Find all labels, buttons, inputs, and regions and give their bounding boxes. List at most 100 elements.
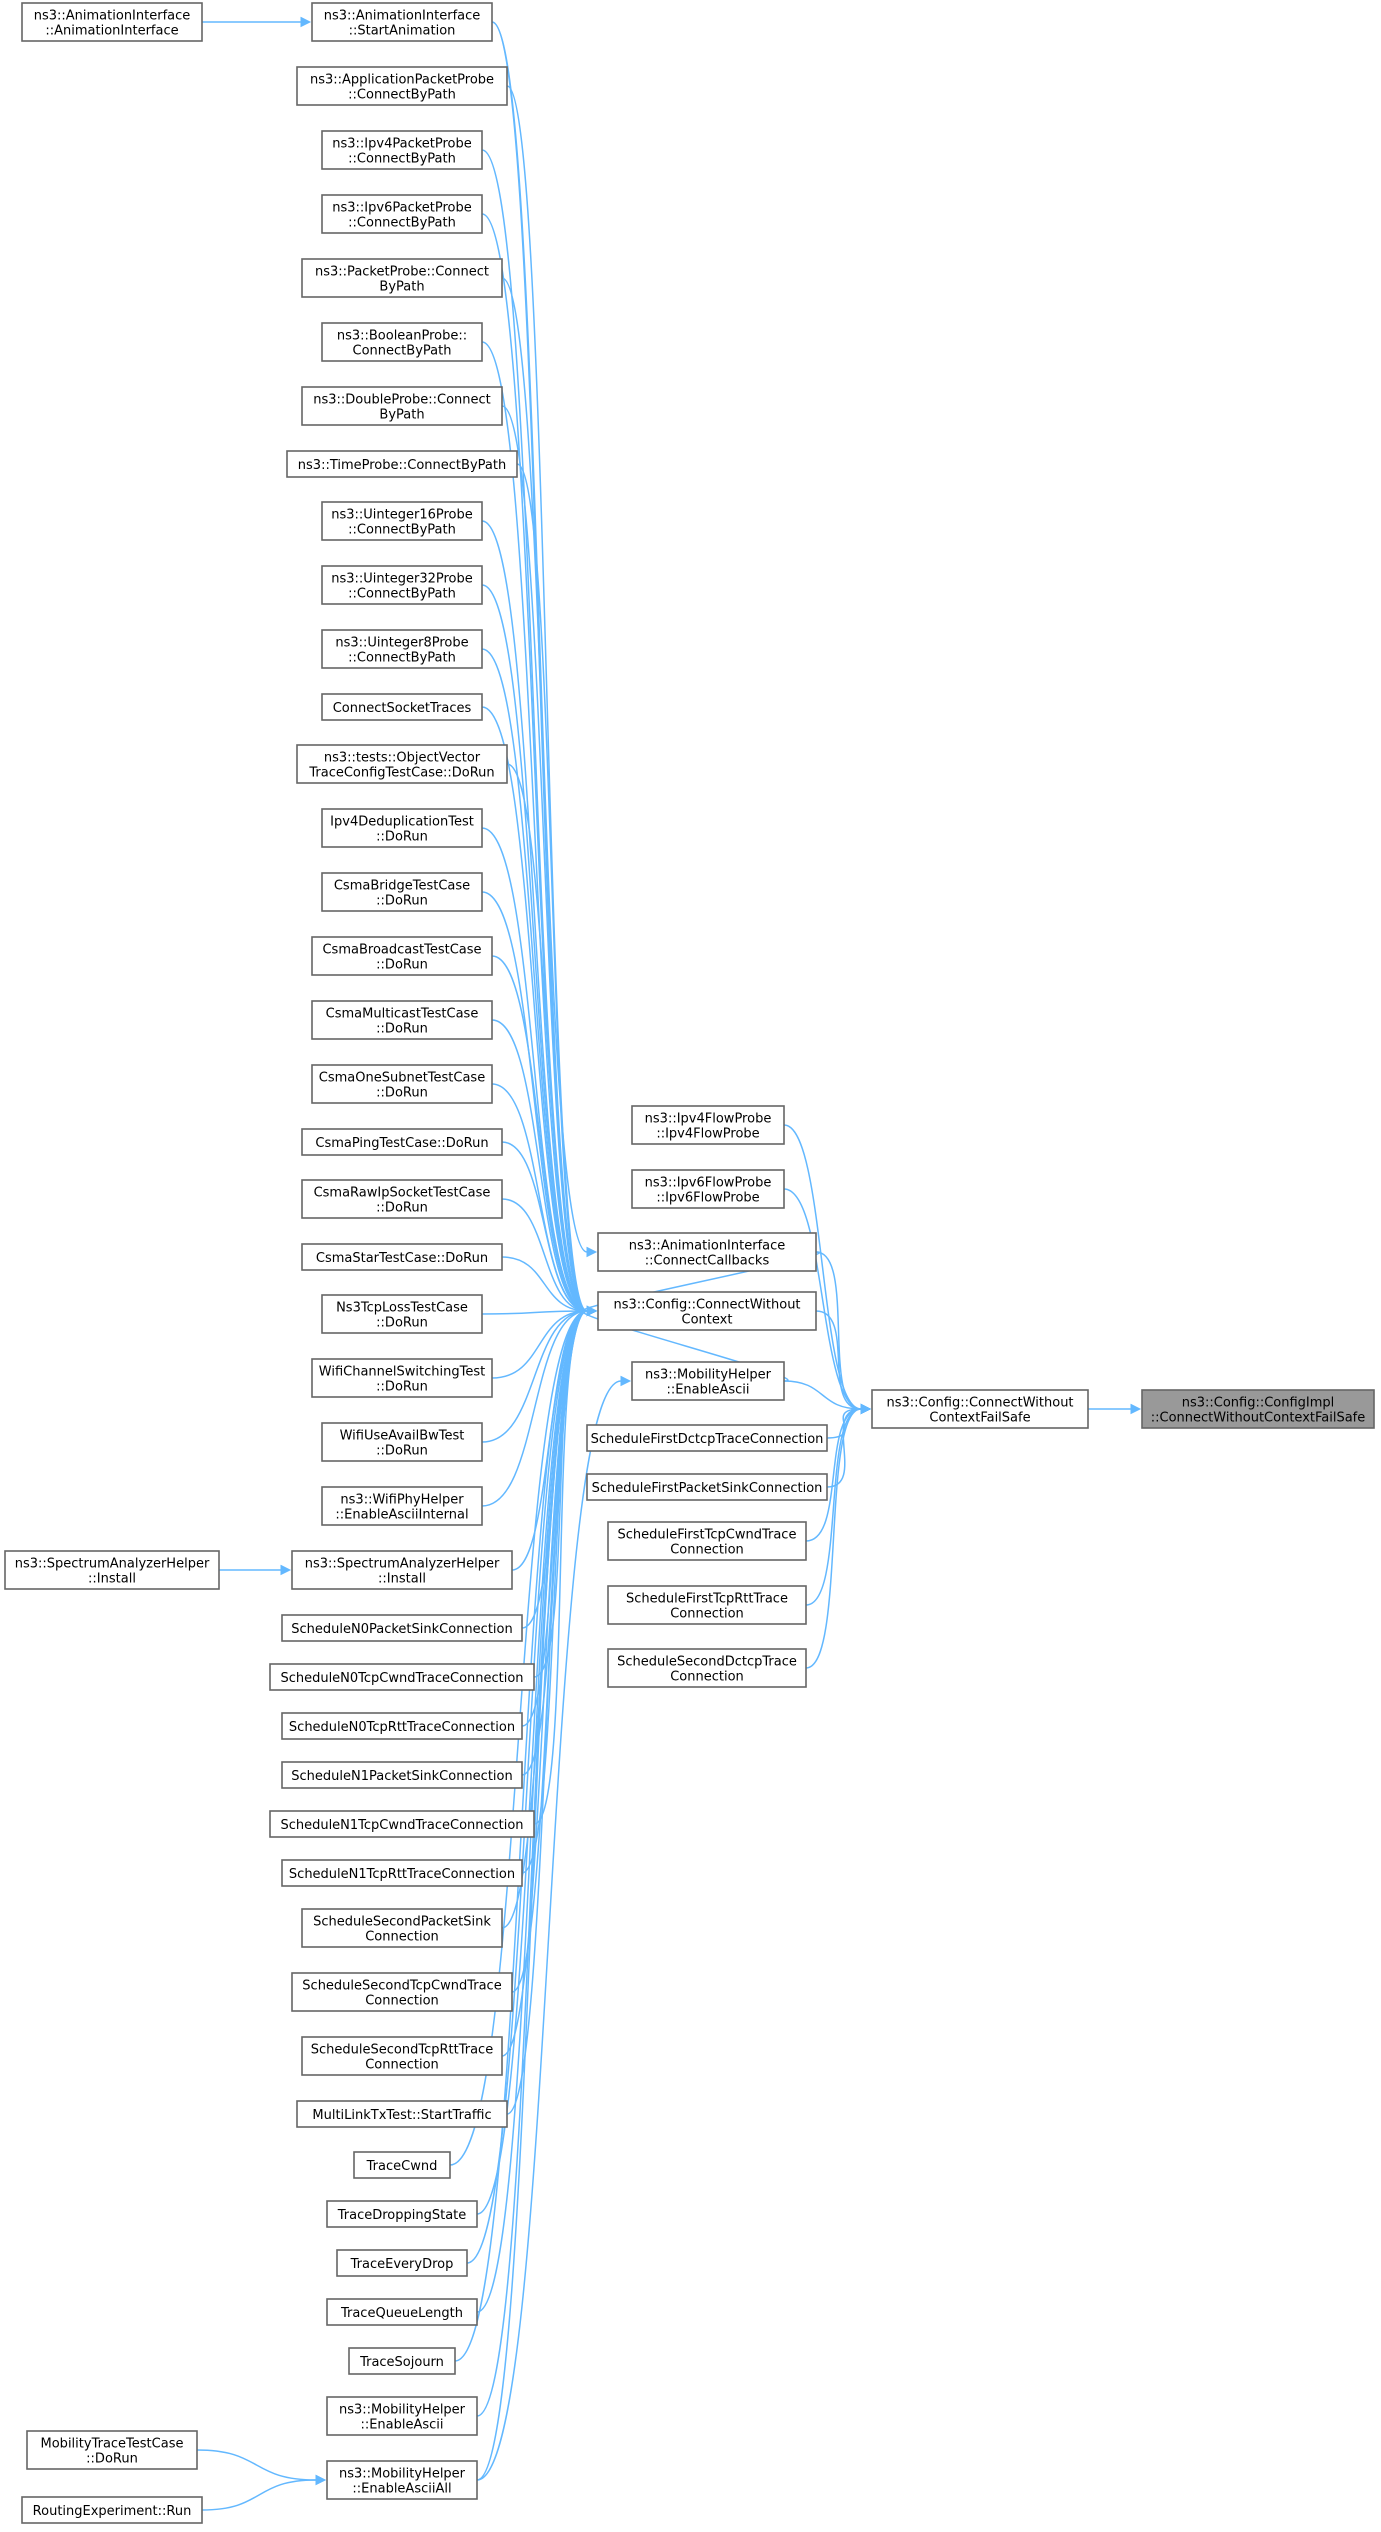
graph-node-wuab[interactable]: WifiUseAvailBwTest::DoRun [321,1422,483,1462]
graph-node-pp[interactable]: ns3::PacketProbe::ConnectByPath [301,258,503,298]
graph-node-wphy[interactable]: ns3::WifiPhyHelper::EnableAsciiInternal [321,1486,483,1526]
graph-node-aisa[interactable]: ns3::AnimationInterface::StartAnimation [311,2,493,42]
node-label: ::ConnectByPath [348,88,456,103]
node-label: ::ConnectByPath [348,152,456,167]
node-label: TraceSojourn [359,2355,444,2370]
node-box [631,1105,785,1145]
graph-node-n0ps[interactable]: ScheduleN0PacketSinkConnection [281,1614,523,1642]
node-label: ::Install [378,1572,426,1587]
node-label: ::ConnectByPath [348,216,456,231]
graph-node-root[interactable]: ns3::Config::ConfigImpl::ConnectWithoutC… [1141,1389,1375,1429]
graph-node-rerun[interactable]: RoutingExperiment::Run [21,2496,203,2524]
graph-node-u16[interactable]: ns3::Uinteger16Probe::ConnectByPath [321,501,483,541]
graph-node-tql[interactable]: TraceQueueLength [326,2298,478,2326]
node-label: ns3::AnimationInterface [34,9,191,24]
graph-node-mheaa[interactable]: ns3::MobilityHelper::EnableAsciiAll [326,2460,478,2500]
node-label: ::ConnectByPath [348,651,456,666]
graph-node-csos[interactable]: CsmaOneSubnetTestCase::DoRun [311,1064,493,1104]
node-label: TraceDroppingState [337,2208,467,2223]
node-label: CsmaRawIpSocketTestCase [314,1186,491,1201]
graph-node-sfdctcp[interactable]: ScheduleFirstDctcpTraceConnection [586,1424,828,1452]
graph-node-mttc[interactable]: MobilityTraceTestCase::DoRun [26,2430,198,2470]
graph-node-sahi[interactable]: ns3::SpectrumAnalyzerHelper::Install [291,1550,513,1590]
node-box [321,808,483,848]
node-label: ScheduleN0TcpCwndTraceConnection [280,1671,523,1686]
graph-node-ipv6fp[interactable]: ns3::Ipv6FlowProbe::Ipv6FlowProbe [631,1169,785,1209]
graph-node-mltx[interactable]: MultiLinkTxTest::StartTraffic [296,2100,508,2128]
node-label: ByPath [379,408,424,423]
edge-cwc-to-cwcfs [815,1310,872,1415]
node-box [597,1232,817,1272]
graph-node-sahi2[interactable]: ns3::SpectrumAnalyzerHelper::Install [4,1550,220,1590]
node-label: CsmaMulticastTestCase [326,1007,479,1022]
graph-node-n1rtt[interactable]: ScheduleN1TcpRttTraceConnection [281,1859,523,1887]
graph-node-sfpsink[interactable]: ScheduleFirstPacketSinkConnection [586,1473,828,1501]
graph-node-ipv4fp[interactable]: ns3::Ipv4FlowProbe::Ipv4FlowProbe [631,1105,785,1145]
graph-node-n1cw[interactable]: ScheduleN1TcpCwndTraceConnection [269,1810,535,1838]
graph-node-cst[interactable]: ConnectSocketTraces [321,693,483,721]
graph-node-csmc[interactable]: CsmaMulticastTestCase::DoRun [311,1000,493,1040]
node-label: CsmaBroadcastTestCase [322,943,481,958]
graph-node-u32[interactable]: ns3::Uinteger32Probe::ConnectByPath [321,565,483,605]
node-label: ScheduleFirstTcpRttTrace [626,1592,788,1607]
graph-node-dp[interactable]: ns3::DoubleProbe::ConnectByPath [301,386,503,426]
graph-node-mhea2[interactable]: ns3::MobilityHelper::EnableAscii [326,2396,478,2436]
graph-node-tp[interactable]: ns3::TimeProbe::ConnectByPath [286,450,518,478]
graph-node-cwcfs[interactable]: ns3::Config::ConnectWithoutContextFailSa… [871,1389,1089,1429]
node-box [348,2347,456,2375]
node-box [311,936,493,976]
graph-node-ovtc[interactable]: ns3::tests::ObjectVectorTraceConfigTestC… [296,744,508,784]
graph-node-ipv6pp[interactable]: ns3::Ipv6PacketProbe::ConnectByPath [321,194,483,234]
node-label: ns3::SpectrumAnalyzerHelper [305,1557,500,1572]
node-label: ScheduleFirstTcpCwndTrace [618,1528,797,1543]
node-label: ns3::MobilityHelper [339,2467,466,2482]
node-label: ::Ipv4FlowProbe [656,1127,759,1142]
node-box [321,629,483,669]
graph-node-csraw[interactable]: CsmaRawIpSocketTestCase::DoRun [301,1179,503,1219]
node-box [281,1614,523,1642]
node-label: Connection [670,1543,744,1558]
graph-node-aiai[interactable]: ns3::AnimationInterface::AnimationInterf… [21,2,203,42]
node-box [269,1663,535,1691]
graph-node-ipv4pp[interactable]: ns3::Ipv4PacketProbe::ConnectByPath [321,130,483,170]
graph-node-tcwnd[interactable]: TraceCwnd [353,2151,451,2179]
node-box [321,693,483,721]
graph-node-ipv4dd[interactable]: Ipv4DeduplicationTest::DoRun [321,808,483,848]
graph-node-cwc[interactable]: ns3::Config::ConnectWithoutContext [597,1291,817,1331]
graph-node-tdrop[interactable]: TraceDroppingState [326,2200,478,2228]
node-box [321,872,483,912]
node-box [21,2,203,42]
graph-node-tsoj[interactable]: TraceSojourn [348,2347,456,2375]
graph-node-n1ps[interactable]: ScheduleN1PacketSinkConnection [281,1761,523,1789]
edge-aisa-to-aicc [491,21,598,1258]
node-box [26,2430,198,2470]
node-label: ns3::Ipv6PacketProbe [332,201,472,216]
graph-node-n0cw[interactable]: ScheduleN0TcpCwndTraceConnection [269,1663,535,1691]
edge-cwcfs-to-root [1088,1403,1142,1415]
node-box [321,501,483,541]
graph-node-n0rtt[interactable]: ScheduleN0TcpRttTraceConnection [281,1712,523,1740]
graph-node-appprobe[interactable]: ns3::ApplicationPacketProbe::ConnectByPa… [296,66,508,106]
graph-node-bp[interactable]: ns3::BooleanProbe::ConnectByPath [321,322,483,362]
graph-node-csbr[interactable]: CsmaBridgeTestCase::DoRun [321,872,483,912]
node-label: ::ConnectByPath [348,523,456,538]
node-label: CsmaBridgeTestCase [334,879,470,894]
node-label: MobilityTraceTestCase [41,2437,184,2452]
graph-node-ns3tcp[interactable]: Ns3TcpLossTestCase::DoRun [321,1294,483,1334]
graph-node-csstar[interactable]: CsmaStarTestCase::DoRun [301,1243,503,1271]
graph-node-u8[interactable]: ns3::Uinteger8Probe::ConnectByPath [321,629,483,669]
graph-node-tedrop[interactable]: TraceEveryDrop [336,2249,468,2277]
node-label: ::DoRun [86,2452,138,2467]
graph-node-csbc[interactable]: CsmaBroadcastTestCase::DoRun [311,936,493,976]
graph-node-wcst[interactable]: WifiChannelSwitchingTest::DoRun [311,1358,493,1398]
edge-rerun-to-mheaa [201,2474,327,2511]
graph-node-mhea[interactable]: ns3::MobilityHelper::EnableAscii [631,1361,785,1401]
graph-node-aicc[interactable]: ns3::AnimationInterface::ConnectCallback… [597,1232,817,1272]
graph-node-csping[interactable]: CsmaPingTestCase::DoRun [301,1128,503,1156]
